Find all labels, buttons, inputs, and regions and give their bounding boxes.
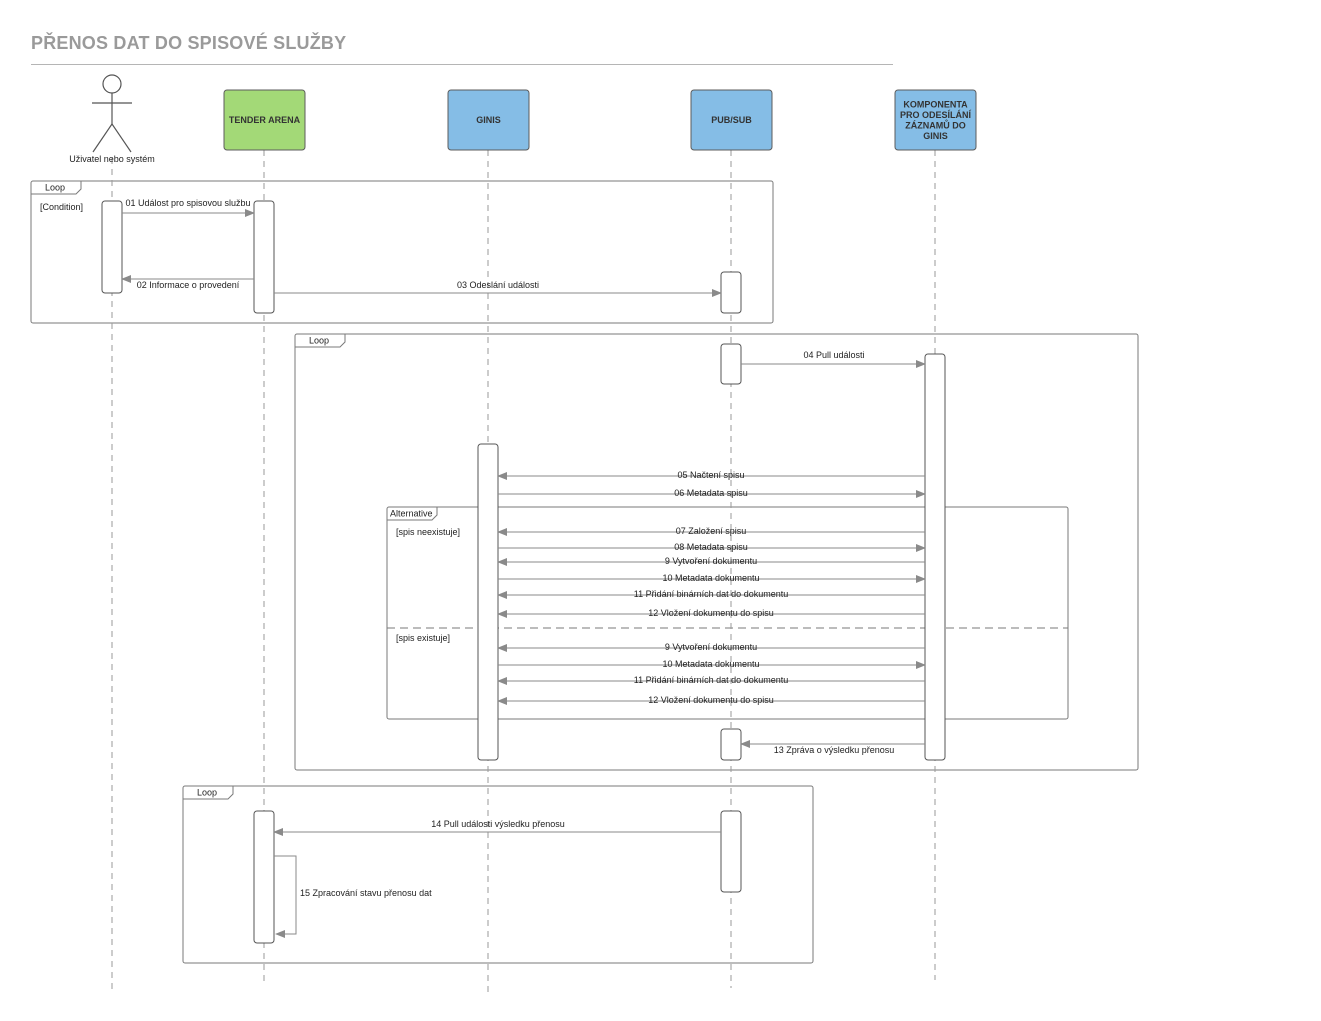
message-label: 11 Přidání binárních dat do dokumentu <box>634 589 788 599</box>
activation-bar <box>253 200 275 314</box>
fragment-type-label: Loop <box>45 183 65 193</box>
activation-bar <box>477 443 499 761</box>
fragment-type-label: Loop <box>197 788 217 798</box>
message-label: 12 Vložení dokumentu do spisu <box>648 608 774 618</box>
fragment-alt <box>386 506 1069 720</box>
fragment-tab <box>183 786 234 800</box>
participant-label-ginis: GINIS <box>476 115 501 125</box>
message-label: 10 Metadata dokumentu <box>662 659 759 669</box>
fragment-guard-label: [spis existuje] <box>396 633 450 643</box>
participant-label-komponenta: ZÁZNAMŮ DO <box>905 119 966 130</box>
participant-label-komponenta: GINIS <box>923 131 948 141</box>
message-label: 13 Zpráva o výsledku přenosu <box>774 745 895 755</box>
fragment-guard-label: [Condition] <box>40 202 83 212</box>
fragment-loop1 <box>30 180 774 324</box>
participant-box-tender <box>223 89 306 151</box>
fragment-tab <box>387 507 438 521</box>
message-label: 9 Vytvoření dokumentu <box>665 642 757 652</box>
message-label: 05 Načtení spisu <box>677 470 744 480</box>
participant-label-pubsub: PUB/SUB <box>711 115 752 125</box>
fragment-tab <box>31 181 82 195</box>
activation-bar <box>720 343 742 385</box>
message-label: 04 Pull události <box>803 350 864 360</box>
title-divider <box>31 64 893 65</box>
activation-bar <box>720 728 742 761</box>
participant-label-komponenta: PRO ODESÍLÁNÍ <box>900 110 972 120</box>
message-label: 11 Přidání binárních dat do dokumentu <box>634 675 788 685</box>
participant-box-pubsub <box>690 89 773 151</box>
actor-leg-left <box>92 123 113 153</box>
self-message-arrow <box>274 855 297 938</box>
activation-bar <box>101 200 123 294</box>
message-label: 9 Vytvoření dokumentu <box>665 556 757 566</box>
activation-bar <box>720 271 742 314</box>
message-label: 08 Metadata spisu <box>674 542 748 552</box>
message-label: 01 Událost pro spisovou službu <box>125 198 250 208</box>
participant-label-tender: TENDER ARENA <box>229 115 301 125</box>
message-label: 12 Vložení dokumentu do spisu <box>648 695 774 705</box>
fragment-loop3 <box>182 785 814 964</box>
page-title: PŘENOS DAT DO SPISOVÉ SLUŽBY <box>31 33 347 53</box>
actor-label: Uživatel nebo systém <box>69 154 155 164</box>
activation-bar <box>253 810 275 944</box>
message-label: 15 Zpracování stavu přenosu dat <box>300 888 432 898</box>
message-label: 10 Metadata dokumentu <box>662 573 759 583</box>
message-label: 02 Informace o provedení <box>137 280 240 290</box>
participant-box-ginis <box>447 89 530 151</box>
message-label: 07 Založení spisu <box>676 526 747 536</box>
fragment-loop2 <box>294 333 1139 771</box>
activation-bar <box>924 353 946 761</box>
message-label: 14 Pull události výsledku přenosu <box>431 819 565 829</box>
activation-bar <box>720 810 742 893</box>
actor-leg-right <box>111 123 132 153</box>
fragment-guard-label: [spis neexistuje] <box>396 527 460 537</box>
actor-head-icon <box>102 74 122 94</box>
fragment-type-label: Alternative <box>390 509 433 519</box>
participant-label-komponenta: KOMPONENTA <box>903 99 968 109</box>
message-label: 03 Odeslání události <box>457 280 539 290</box>
participant-box-komponenta <box>894 89 977 151</box>
fragment-type-label: Loop <box>309 336 329 346</box>
message-label: 06 Metadata spisu <box>674 488 748 498</box>
fragment-tab <box>295 334 346 348</box>
